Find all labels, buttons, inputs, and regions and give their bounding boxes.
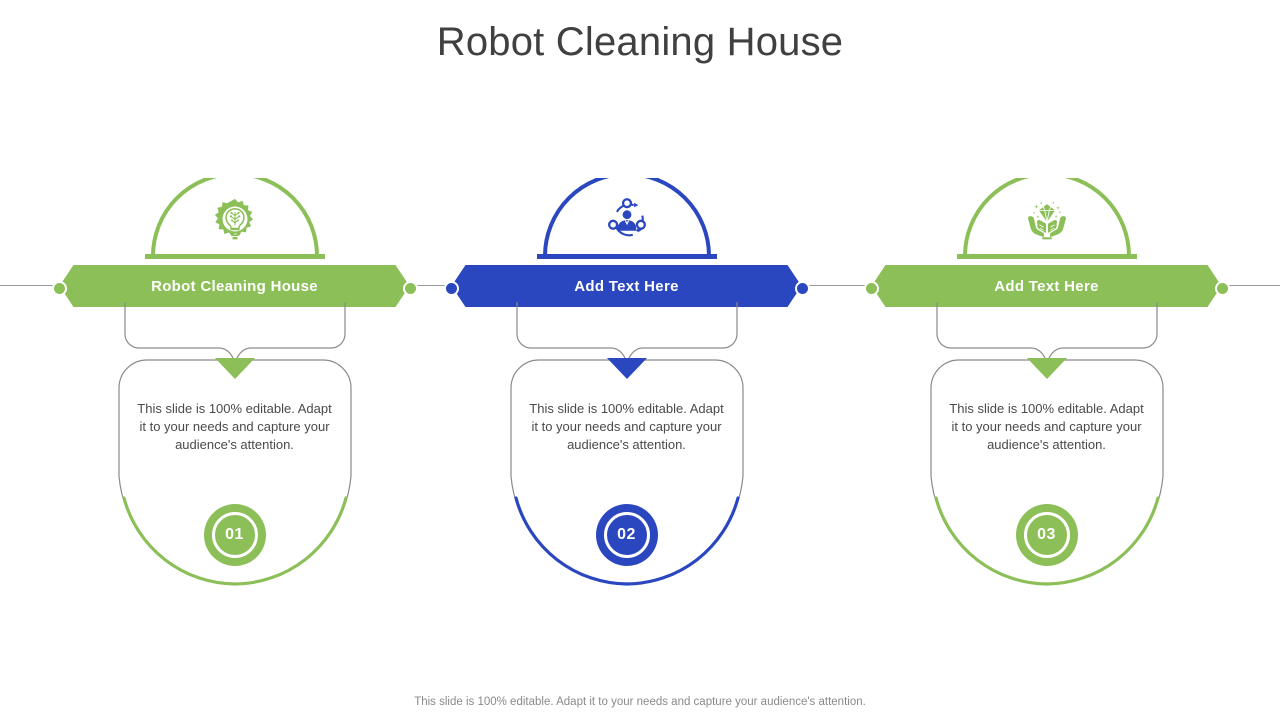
banner-tip-left	[443, 280, 459, 296]
banner-shape	[60, 265, 410, 307]
badge-number: 01	[225, 526, 244, 543]
banner-shape	[872, 265, 1222, 307]
card-arrow-3	[1026, 358, 1067, 380]
card-body-2: This slide is 100% editable. Adapt it to…	[529, 401, 724, 452]
banner-label: Add Text Here	[574, 277, 679, 295]
footer-note: This slide is 100% editable. Adapt it to…	[414, 696, 866, 708]
card-arrow-1	[214, 358, 255, 380]
card-body-3: This slide is 100% editable. Adapt it to…	[949, 401, 1144, 452]
column-2: Add Text Here This slide is 100% editabl…	[421, 0, 832, 720]
badge-ring: 03	[1023, 512, 1070, 558]
card-1: This slide is 100% editable. Adapt it to…	[117, 358, 353, 586]
banner-tip-left	[51, 280, 67, 296]
banner-shape	[452, 265, 802, 307]
badge-1: 01	[203, 504, 266, 566]
arch-1	[135, 178, 335, 264]
arch-2	[527, 178, 727, 264]
banner-tip-right	[402, 280, 418, 296]
arch-3	[947, 178, 1147, 264]
badge-3: 03	[1015, 504, 1078, 566]
column-1: Robot Cleaning House This slide is 100% …	[29, 0, 440, 720]
banner-tip-left	[863, 280, 879, 296]
badge-ring: 02	[603, 512, 650, 558]
banner-3[interactable]: Add Text Here	[863, 265, 1230, 307]
card-2: This slide is 100% editable. Adapt it to…	[509, 358, 745, 586]
gear-lightbulb-icon	[212, 196, 258, 242]
page-title: Robot Cleaning House	[436, 20, 844, 64]
badge-ring: 01	[211, 512, 258, 558]
card-3: This slide is 100% editable. Adapt it to…	[929, 358, 1165, 586]
column-3: Add Text Here This slide is 100% editabl…	[841, 0, 1252, 720]
card-body-1: This slide is 100% editable. Adapt it to…	[137, 401, 332, 452]
person-network-icon	[604, 196, 650, 242]
badge-number: 02	[617, 526, 636, 543]
banner-label: Robot Cleaning House	[151, 277, 318, 295]
badge-number: 03	[1037, 526, 1056, 543]
badge-2: 02	[595, 504, 658, 566]
banner-1[interactable]: Robot Cleaning House	[51, 265, 418, 307]
banner-tip-right	[794, 280, 810, 296]
hands-diamond-icon	[1024, 196, 1070, 242]
banner-label: Add Text Here	[994, 277, 1099, 295]
banner-tip-right	[1214, 280, 1230, 296]
banner-2[interactable]: Add Text Here	[443, 265, 810, 307]
card-arrow-2	[606, 358, 647, 380]
